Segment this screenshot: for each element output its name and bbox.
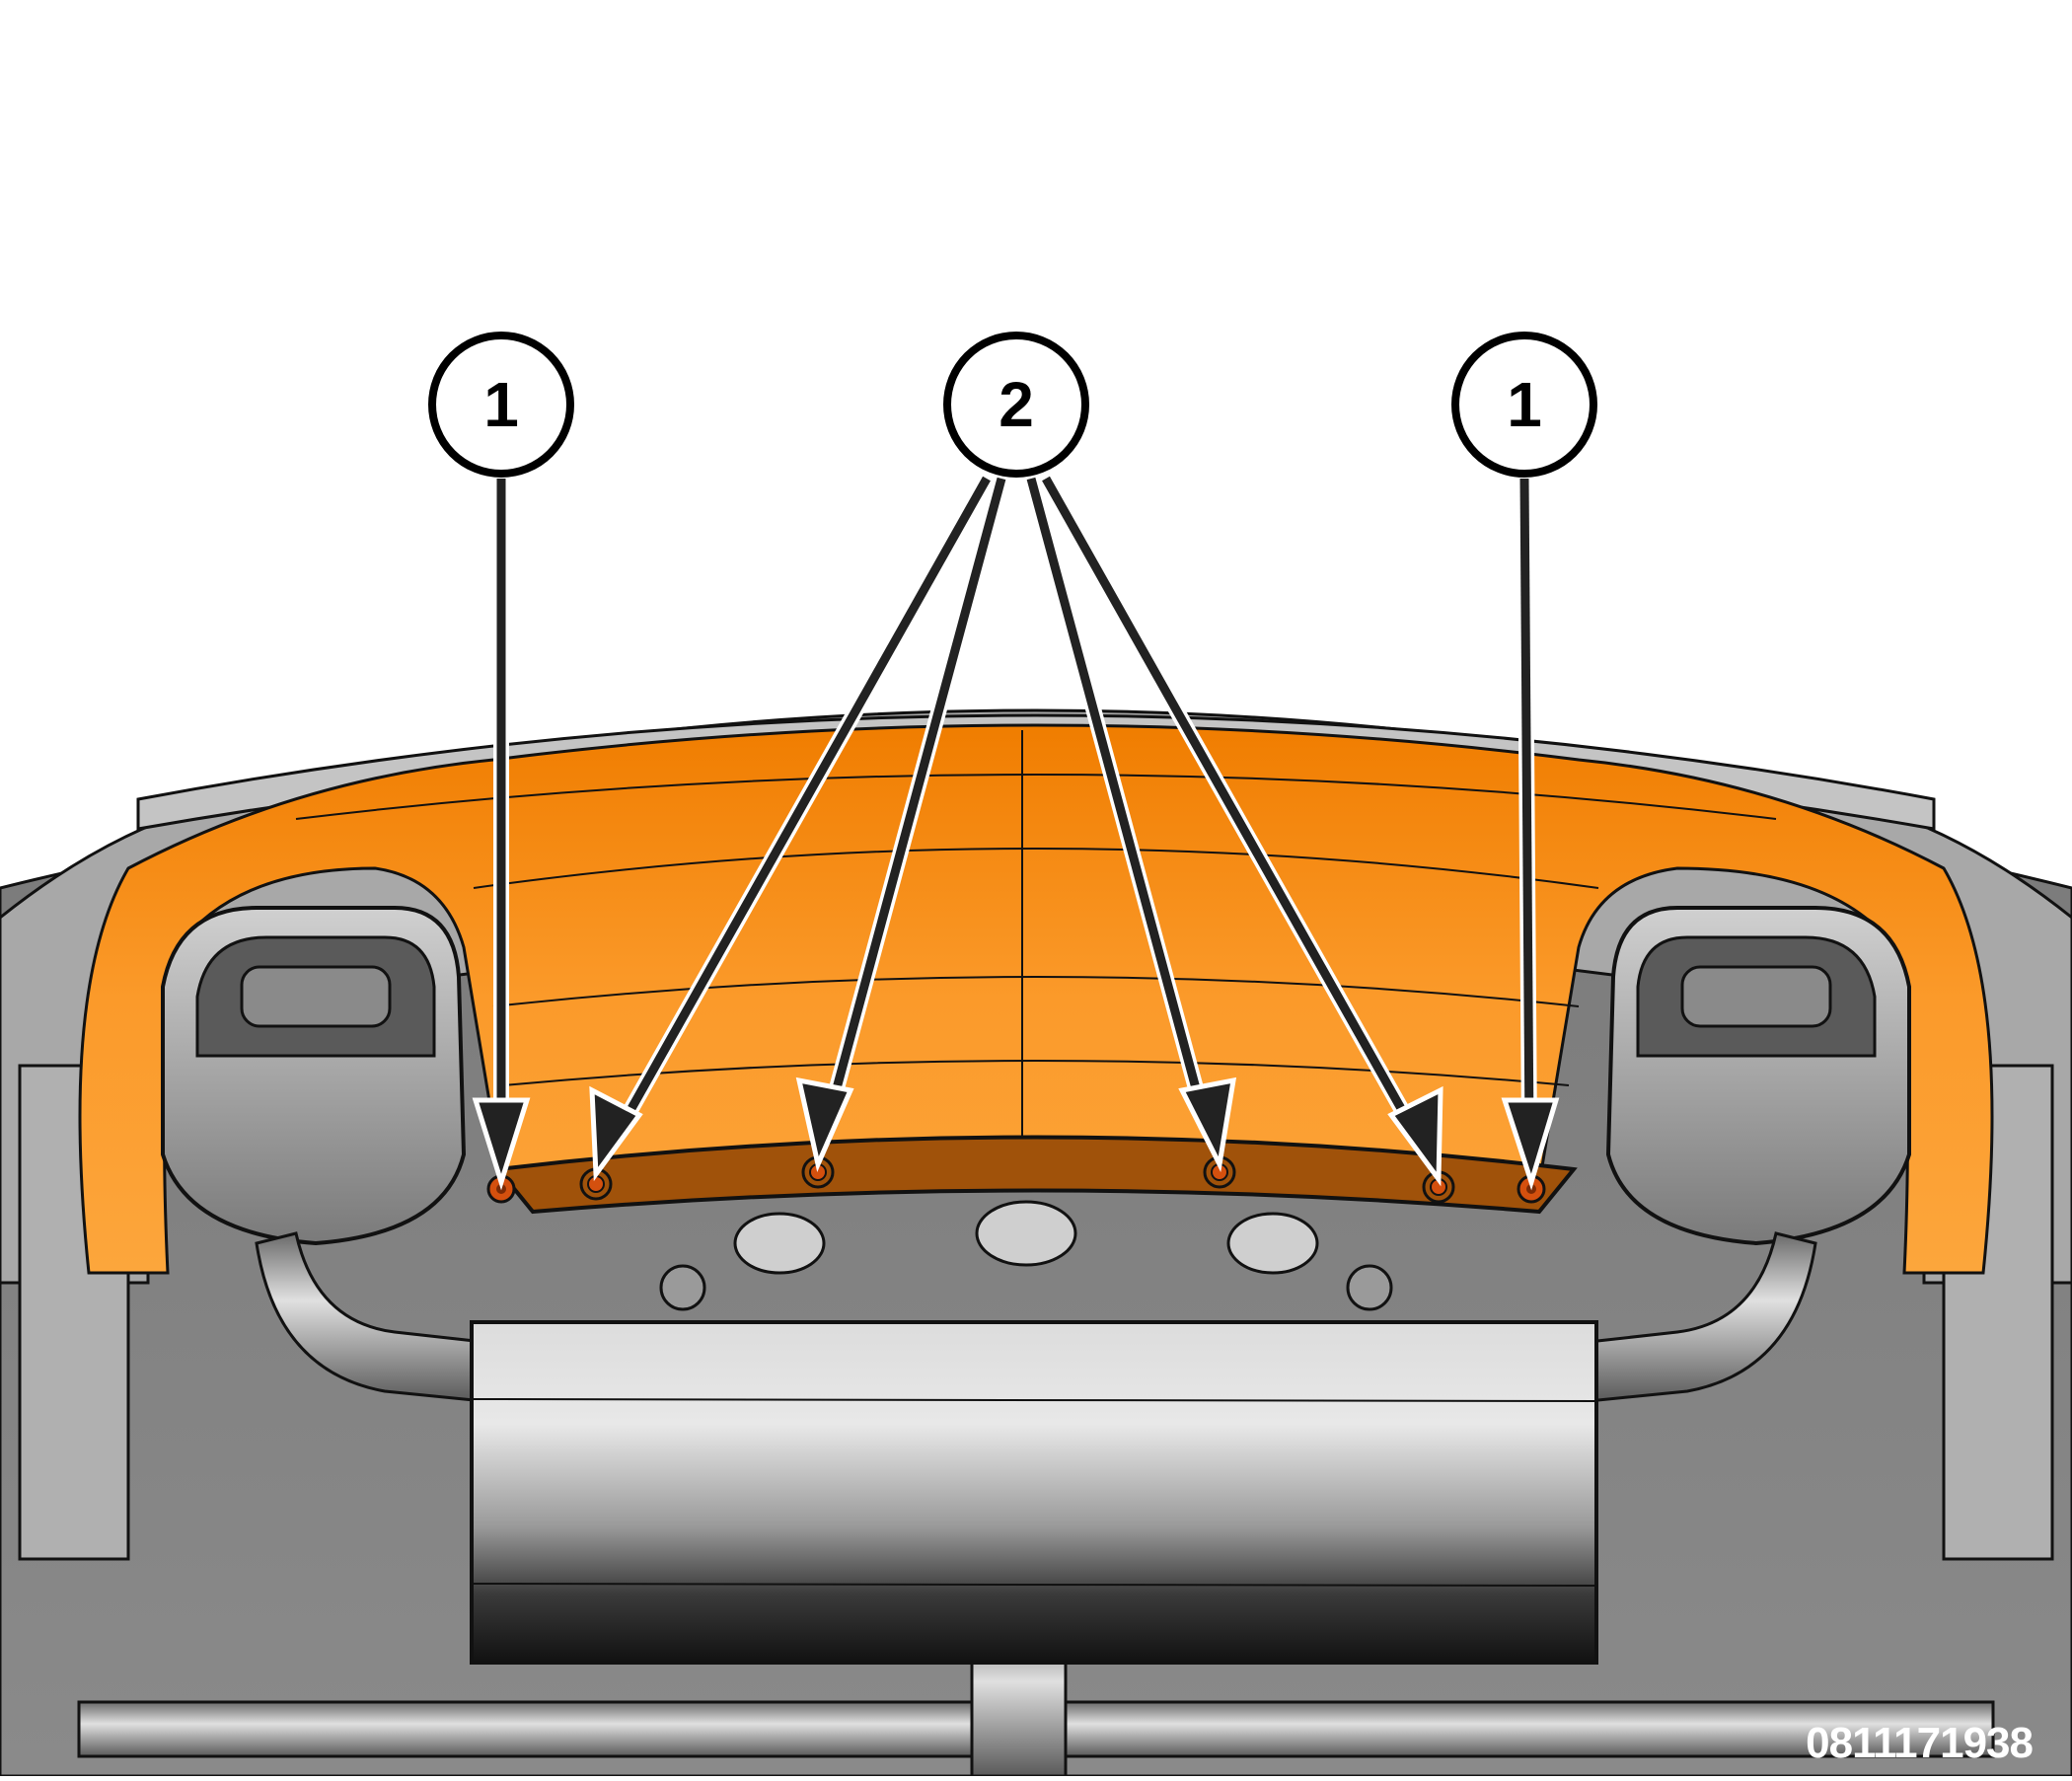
callout-1-right: 1 [1451,332,1597,478]
callout-2: 2 [943,332,1089,478]
callout-1-left: 1 [428,332,574,478]
exhaust-tip-right [1605,906,1911,1246]
fasteners [486,1155,1546,1204]
leader-arrows [472,471,1560,1191]
figure-id-label: 0811171938 [1806,1719,2034,1767]
callout-number: 2 [999,369,1034,440]
arrowhead-icon [472,1097,531,1191]
exhaust-pipes [77,1231,1995,1778]
arrowhead-icon [1501,1097,1560,1191]
arrowhead-icon [1178,1076,1237,1172]
arrowhead-icon [589,1085,643,1182]
bolt-2b [801,1155,835,1189]
callout-number: 1 [1507,369,1542,440]
exhaust-tip-left [161,906,467,1246]
muffler [470,1320,1598,1665]
arrowhead-icon [795,1076,854,1172]
arrowhead-icon [1387,1085,1443,1187]
callout-number: 1 [483,369,519,440]
